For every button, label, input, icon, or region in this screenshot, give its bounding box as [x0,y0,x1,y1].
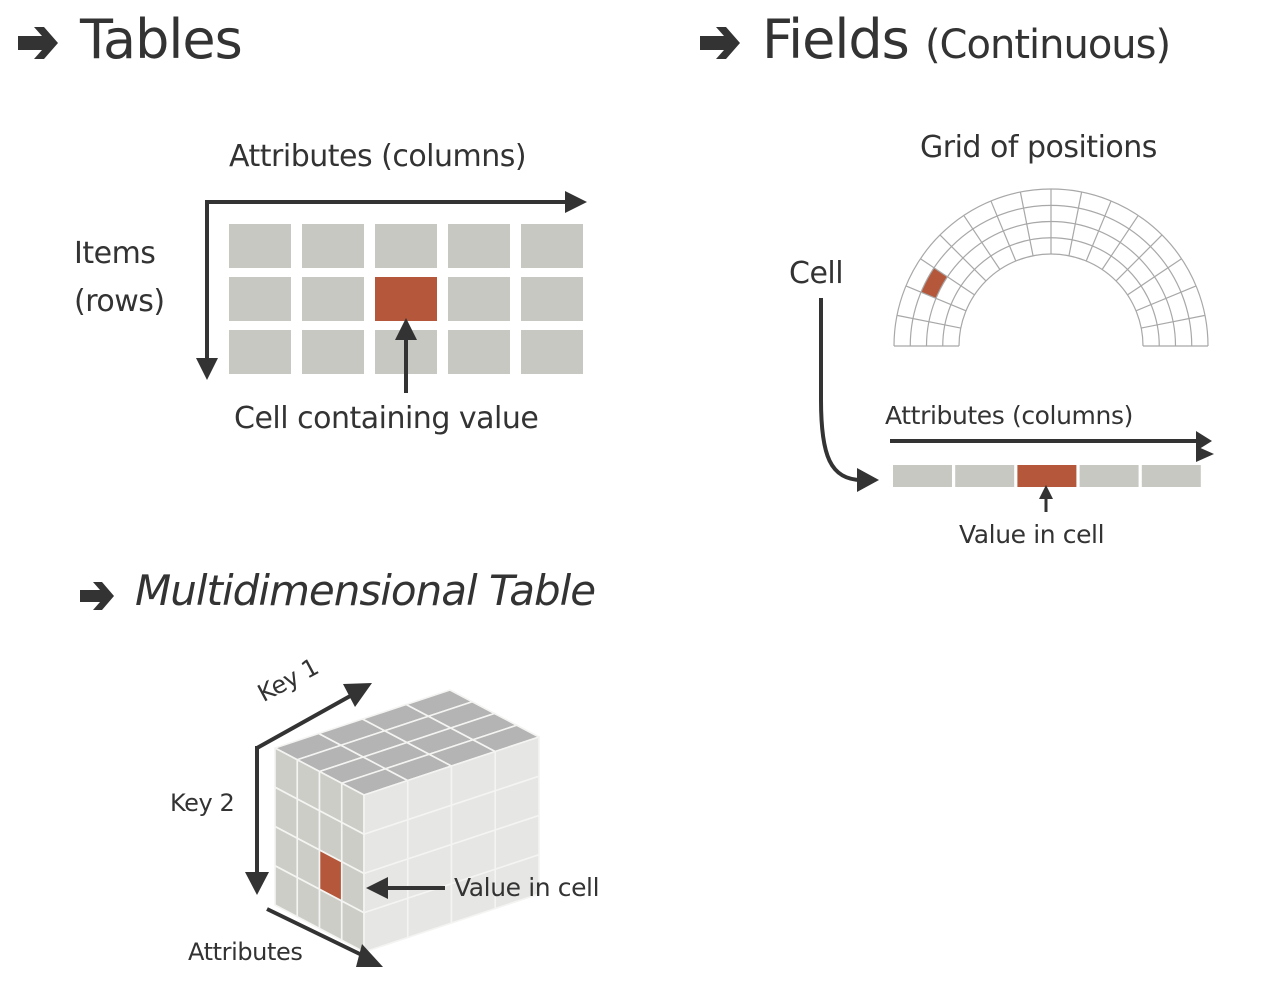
attributes-axis-arrow [266,907,383,967]
key1-axis-arrow [256,683,372,750]
fields-title-suffix: (Continuous) [924,22,1171,68]
strip-columns-arrow [890,431,1214,462]
polar-spoke [1135,285,1197,312]
attribute-strip [893,465,1201,487]
strip-cell [955,465,1015,487]
fields-title: Fields (Continuous) [762,8,1171,71]
multidimensional-title: Multidimensional Table [135,566,596,615]
table-cell [302,277,364,321]
table-cell [375,224,437,268]
fields-columns-label: Attributes (columns) [885,401,1133,430]
data-cube [274,689,540,953]
polar-grid [893,188,1209,347]
table-cell [521,224,583,268]
highlighted-table-cell [375,277,437,321]
table-cell [448,224,510,268]
highlighted-strip-cell [1017,465,1077,487]
polar-spoke [896,314,961,329]
polar-spoke [1085,200,1112,262]
strip-cell [1079,465,1139,487]
right-arrow-icon [700,27,740,59]
polar-spoke [1141,314,1206,329]
key2-axis-arrow [245,746,269,895]
right-arrow-icon [18,27,58,59]
polar-ring [958,253,1144,347]
fields-value-label: Value in cell [959,520,1105,549]
polar-spoke [920,258,975,296]
polar-spoke [963,215,1001,270]
strip-cell [1141,465,1201,487]
key2-label: Key 2 [170,789,235,817]
tables-rows-label-line2: (rows) [74,284,165,319]
cell-curve-arrow [819,298,879,492]
cube-value-label: Value in cell [454,873,600,902]
table-cell [448,277,510,321]
attributes-label: Attributes [188,938,303,966]
cell-pointer-arrow [395,318,417,393]
table-cell [448,330,510,374]
tables-cell-label: Cell containing value [234,401,539,436]
polar-spoke [1019,191,1034,256]
table-cell [521,277,583,321]
table-cell [229,277,291,321]
value-pointer-arrow [1039,485,1053,512]
polar-spoke [1101,215,1139,270]
table-cell [302,224,364,268]
rows-axis-arrow [196,200,218,380]
table-cell [229,224,291,268]
fields-grid-label: Grid of positions [920,130,1157,165]
fields-title-main: Fields [762,8,910,71]
polar-spoke [1127,258,1182,296]
polar-spoke [939,234,987,282]
fields-cell-label: Cell [789,256,844,291]
cube-side-cell [494,853,540,910]
polar-spoke [1068,191,1083,256]
highlighted-field-cell [920,267,948,299]
table-cell [521,330,583,374]
cube-value-pointer-arrow [366,877,445,899]
polar-spoke [1115,234,1163,282]
table-cell [302,330,364,374]
polar-spoke [905,285,967,312]
tables-title: Tables [80,8,243,71]
tables-columns-label: Attributes (columns) [229,139,527,174]
right-arrow-icon [80,582,114,610]
polar-spoke [990,200,1017,262]
columns-axis-arrow [206,191,587,213]
table-cell [229,330,291,374]
tables-rows-label-line1: Items [74,236,156,271]
table-grid [229,224,583,374]
strip-cell [893,465,952,487]
